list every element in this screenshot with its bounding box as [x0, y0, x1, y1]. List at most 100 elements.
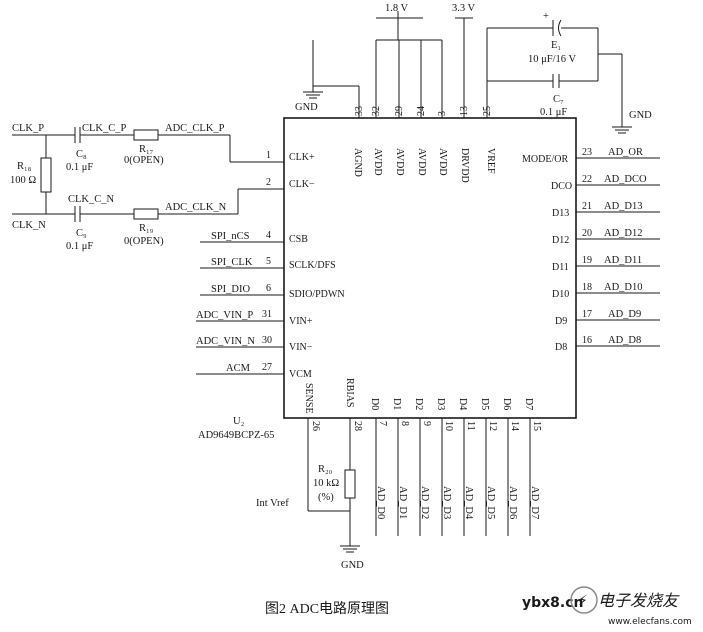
svg-text:18: 18	[582, 282, 592, 293]
svg-text:AD_D4: AD_D4	[463, 486, 474, 520]
svg-text:SPI_nCS: SPI_nCS	[211, 231, 250, 242]
int-vref-label: Int Vref	[256, 498, 289, 509]
svg-text:ACM: ACM	[226, 363, 251, 374]
rail-1v8-label: 1.8 V	[385, 3, 409, 14]
svg-text:AD_D9: AD_D9	[608, 309, 641, 320]
net-clk-n: CLK_N	[12, 220, 46, 231]
svg-text:16: 16	[582, 335, 592, 346]
svg-text:31: 31	[262, 309, 272, 320]
svg-text:21: 21	[582, 201, 592, 212]
svg-text:17: 17	[582, 309, 592, 320]
pin-sdio-pdwn: SDIO/PDWN	[289, 289, 345, 300]
r18-resistor	[40, 157, 52, 193]
svg-text:33: 33	[354, 106, 365, 116]
svg-text:13: 13	[459, 106, 470, 116]
gnd-label-vref: GND	[629, 110, 652, 121]
svg-text:1: 1	[266, 150, 271, 161]
rail-3v3-label: 3.3 V	[452, 3, 476, 14]
pin-clk-plus: CLK+	[289, 152, 315, 163]
pin-avdd-3: AVDD	[437, 148, 448, 176]
pin-d0: D0	[369, 398, 380, 410]
svg-text:32: 32	[371, 106, 382, 116]
svg-text:AD_D10: AD_D10	[604, 282, 643, 293]
svg-text:26: 26	[310, 421, 321, 431]
svg-text:23: 23	[582, 147, 592, 158]
pin-rbias: RBIAS	[344, 378, 355, 407]
svg-text:19: 19	[582, 255, 592, 266]
svg-text:R₂₀: R₂₀	[318, 464, 333, 475]
e1-ref: E₁	[551, 40, 561, 51]
pin-d13: D13	[552, 208, 569, 219]
net-clk-p: CLK_P	[12, 123, 44, 134]
net-adc-clk-n: ADC_CLK_N	[165, 202, 227, 213]
pin-avdd-32: AVDD	[372, 148, 383, 176]
svg-text:11: 11	[465, 421, 476, 431]
svg-text:(%): (%)	[318, 492, 334, 503]
pin-agnd: AGND	[352, 148, 363, 177]
svg-text:C₉: C₉	[76, 228, 87, 239]
svg-text:AD_D13: AD_D13	[604, 201, 643, 212]
pin-d12: D12	[552, 235, 569, 246]
svg-text:27: 27	[262, 362, 272, 373]
svg-text:R₁₈: R₁₈	[17, 161, 32, 172]
bottom-pins: SENSE RBIAS D0 D1 D2 D3 D4 D5 D6 D7 26 2…	[303, 378, 542, 536]
svg-text:29: 29	[394, 106, 405, 116]
net-adc-clk-p: ADC_CLK_P	[165, 123, 225, 134]
svg-text:24: 24	[416, 106, 427, 116]
svg-text:22: 22	[582, 174, 592, 185]
pin-avdd-24: AVDD	[416, 148, 427, 176]
svg-text:100 Ω: 100 Ω	[10, 175, 36, 186]
r19-resistor	[133, 208, 159, 220]
c7-ref: C₇	[553, 94, 564, 105]
svg-text:ADC_VIN_N: ADC_VIN_N	[196, 336, 255, 347]
clock-network: CLK_P CLK_C_P C₈ 0.1 μF R₁₇ 0(OPEN) ADC_…	[10, 123, 284, 252]
svg-text:0.1 μF: 0.1 μF	[66, 162, 93, 173]
svg-text:AD_D11: AD_D11	[604, 255, 642, 266]
svg-text:28: 28	[352, 421, 363, 431]
pin-d4: D4	[457, 398, 468, 410]
pin-vref: VREF	[485, 148, 496, 174]
e1-value: 10 μF/16 V	[528, 54, 576, 65]
svg-text:R₁₇: R₁₇	[139, 144, 154, 155]
svg-text:2: 2	[266, 177, 271, 188]
pin-mode-or: MODE/OR	[522, 154, 568, 165]
c7-value: 0.1 μF	[540, 107, 567, 118]
svg-text:20: 20	[582, 228, 592, 239]
pin-sclk-dfs: SCLK/DFS	[289, 260, 336, 271]
watermark-site: ybx8.cn	[522, 595, 584, 611]
svg-text:AD_D6: AD_D6	[507, 486, 518, 519]
r20-resistor	[344, 469, 356, 499]
pin-d6: D6	[501, 398, 512, 410]
svg-text:AD_OR: AD_OR	[608, 147, 643, 158]
elecfans-logo-icon	[570, 586, 598, 614]
svg-text:8: 8	[399, 421, 410, 426]
svg-text:AD_DCO: AD_DCO	[604, 174, 647, 185]
svg-text:4: 4	[266, 230, 271, 241]
svg-text:AD_D0: AD_D0	[375, 486, 386, 519]
svg-text:10: 10	[443, 421, 454, 431]
svg-text:14: 14	[509, 421, 520, 431]
pin-dco: DCO	[551, 181, 572, 192]
pin-clk-minus: CLK−	[289, 179, 315, 190]
pin-sense: SENSE	[303, 383, 314, 414]
svg-text:SPI_DIO: SPI_DIO	[211, 284, 251, 295]
pin-drvdd: DRVDD	[459, 148, 470, 183]
svg-text:⚡: ⚡	[578, 593, 588, 609]
top-pin-numbers: 33 32 29 24 3 13 25	[354, 106, 493, 116]
pin-d2: D2	[413, 398, 424, 410]
svg-text:AD_D8: AD_D8	[608, 335, 641, 346]
watermark-url: www.elecfans.com	[608, 617, 692, 627]
svg-text:30: 30	[262, 335, 272, 346]
svg-text:9: 9	[421, 421, 432, 426]
pin-d7: D7	[523, 398, 534, 410]
pin-d11: D11	[552, 262, 569, 273]
pin-d9: D9	[555, 316, 567, 327]
figure-caption: 图2 ADC电路原理图	[265, 601, 389, 617]
right-pins: MODE/OR 23 AD_OR DCO 22 AD_DCO D13 21 AD…	[522, 147, 660, 353]
svg-text:15: 15	[531, 421, 542, 431]
watermark-logo-text: 电子发烧友	[598, 591, 680, 610]
svg-text:CLK_C_P: CLK_C_P	[82, 123, 127, 134]
pin-d3: D3	[435, 398, 446, 410]
pin-vcm: VCM	[289, 369, 312, 380]
rbias-network: GND R₂₀ 10 kΩ (%) Int Vref	[256, 418, 364, 571]
